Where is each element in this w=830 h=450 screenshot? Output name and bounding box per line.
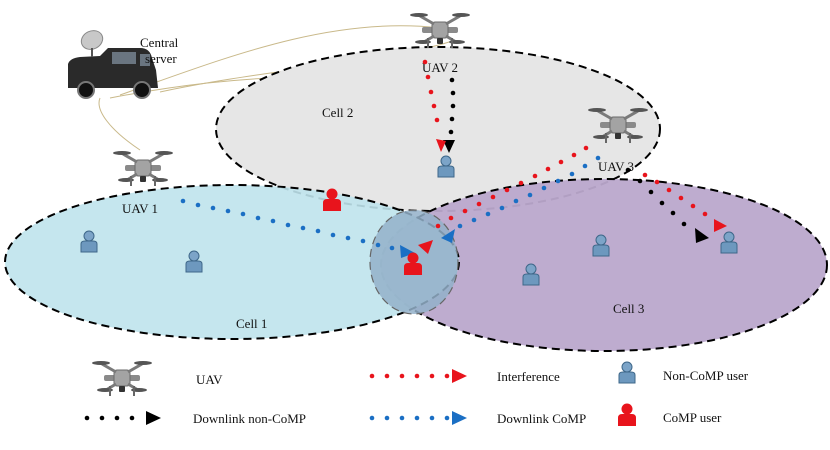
legend-uav-label: UAV: [196, 372, 223, 387]
legend-comp-user-icon: [618, 403, 636, 426]
legend-interference-swatch: [369, 369, 467, 383]
legend-downlink-non-comp-swatch: [84, 411, 161, 425]
uav3-downlink-comp: [441, 155, 601, 243]
uav3-interference: [418, 145, 589, 254]
uav1-downlink-comp: [180, 198, 415, 258]
uav-1-drone-icon: [111, 149, 175, 188]
legend: UAV Interference Non-CoMP user Downlink …: [84, 359, 749, 426]
cell-2-label: Cell 2: [322, 105, 353, 120]
central-server-label-line2: server: [145, 51, 177, 66]
legend-comp-user-label: CoMP user: [663, 410, 722, 425]
legend-non-comp-user-icon: [618, 361, 636, 384]
legend-downlink-non-comp-label: Downlink non-CoMP: [193, 411, 306, 426]
uav3-downlink-non-comp: [625, 167, 709, 243]
legend-uav-icon: [90, 359, 154, 398]
uav2-downlink-non-comp: [443, 77, 456, 153]
cell-3-label: Cell 3: [613, 301, 644, 316]
uav-2-drone-icon: [408, 11, 472, 50]
uav-2-label: UAV 2: [422, 60, 458, 75]
central-server-label-line1: Central: [140, 35, 179, 50]
legend-downlink-comp-swatch: [369, 411, 467, 425]
cell-1-label: Cell 1: [236, 316, 267, 331]
legend-non-comp-user-label: Non-CoMP user: [663, 368, 749, 383]
uav-3-label: UAV 3: [598, 159, 634, 174]
uav2-interference: [422, 59, 446, 152]
legend-downlink-comp-label: Downlink CoMP: [497, 411, 586, 426]
legend-interference-label: Interference: [497, 369, 560, 384]
uav-1-label: UAV 1: [122, 201, 158, 216]
satellite-truck-icon: [68, 30, 158, 99]
uav3-to-user-interference: [642, 172, 727, 232]
cell-1-area: [4, 184, 460, 340]
